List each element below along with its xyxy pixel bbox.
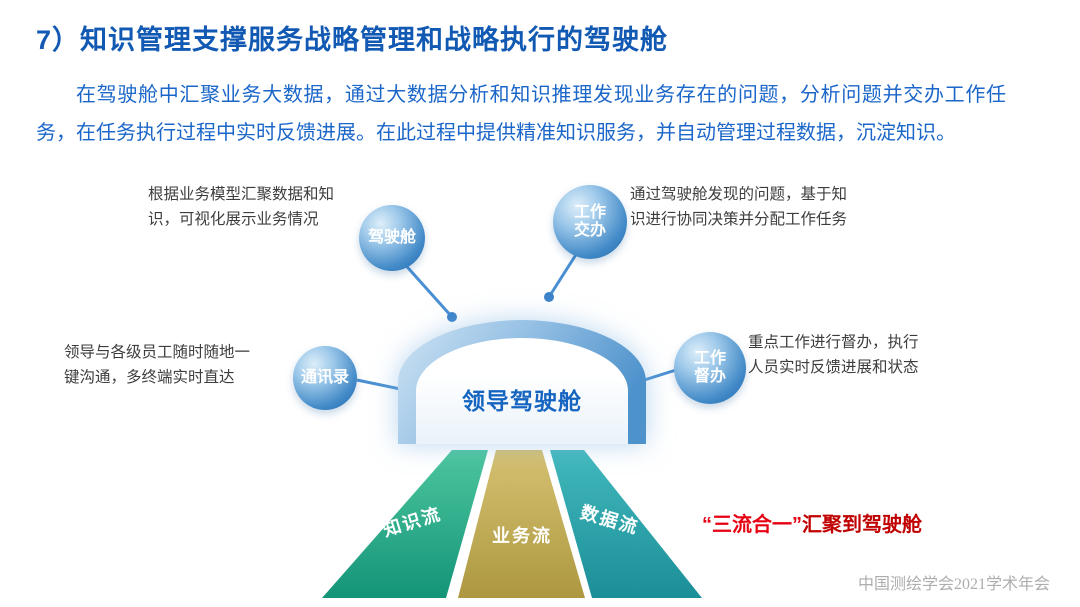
dot-cockpit <box>447 312 457 322</box>
connector-cockpit <box>399 258 454 319</box>
connector-work-supervise <box>640 368 677 383</box>
business-flow-label: 业务流 <box>492 526 552 546</box>
caption-rest: 汇聚到驾驶舱 <box>802 514 922 536</box>
node-contacts-label: 通讯录 <box>300 368 349 386</box>
page-title: 7）知识管理支撑服务战略管理和战略执行的驾驶舱 <box>36 25 669 55</box>
node-work-supervise-label: 工作督办 <box>693 349 726 385</box>
footer-credit: 中国测绘学会2021学术年会 <box>857 576 1050 593</box>
node-cockpit: 驾驶舱 <box>359 205 425 271</box>
note-work-supervise: 重点工作进行督办，执行人员实时反馈进展和状态 <box>748 334 919 376</box>
dome-label: 领导驾驶舱 <box>462 388 582 414</box>
intro-paragraph: 在驾驶舱中汇聚业务大数据，通过大数据分析和知识推理发现业务存在的问题，分析问题并… <box>36 84 1006 144</box>
node-work-supervise: 工作督办 <box>674 332 746 404</box>
caption-emphasis: “三流合一” <box>702 514 802 536</box>
leadership-cockpit-dome: 领导驾驶舱 <box>398 320 646 444</box>
note-contacts: 领导与各级员工随时随地一键沟通，多终端实时直达 <box>64 344 251 386</box>
data-flow-label: 数据流 <box>578 502 642 538</box>
knowledge-flow-label: 知识流 <box>380 503 444 541</box>
node-contacts: 通讯录 <box>293 346 357 410</box>
node-cockpit-label: 驾驶舱 <box>367 228 416 246</box>
connector-work-assign <box>547 252 579 298</box>
three-flows-caption: “三流合一”汇聚到驾驶舱 <box>702 508 922 537</box>
dot-work-assign <box>544 292 554 302</box>
note-cockpit: 根据业务模型汇聚数据和知识，可视化展示业务情况 <box>148 186 335 228</box>
dome-inner-face <box>416 338 628 444</box>
note-work-assign: 通过驾驶舱发现的问题，基于知识进行协同决策并分配工作任务 <box>630 186 848 228</box>
node-work-assign-label: 工作交办 <box>573 203 606 239</box>
node-work-assign: 工作交办 <box>553 185 627 259</box>
